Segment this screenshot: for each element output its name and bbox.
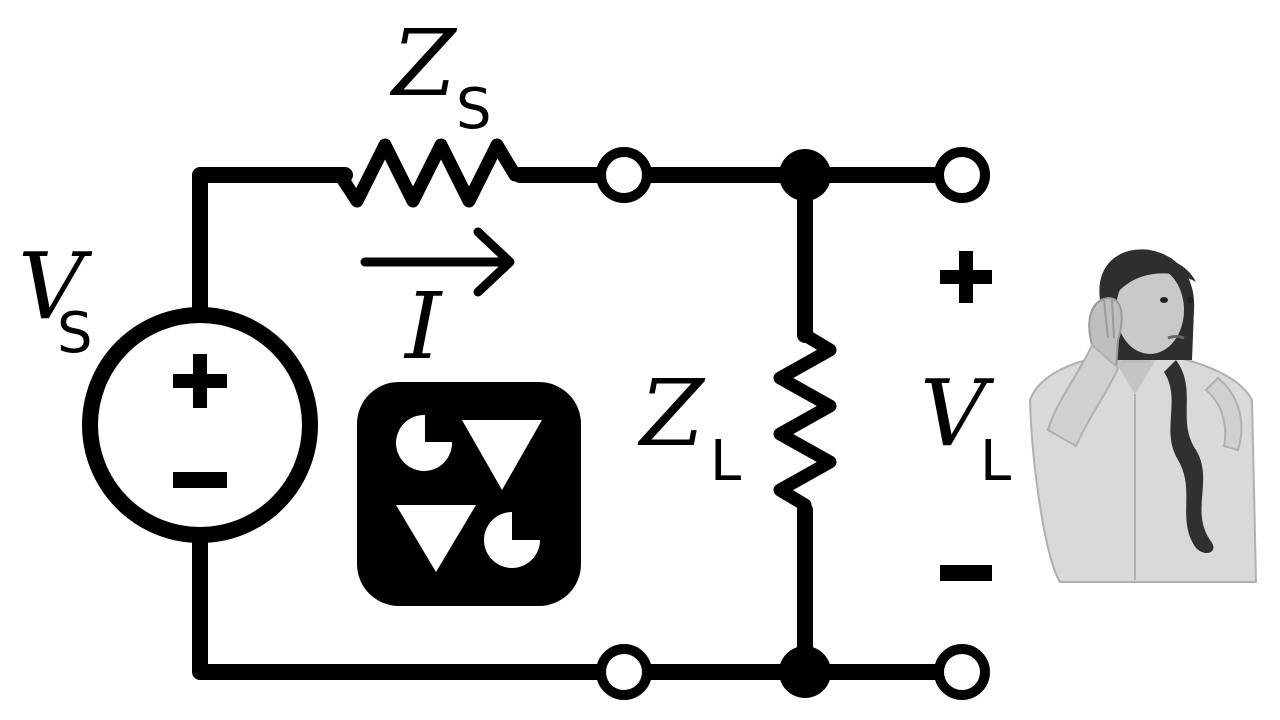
source-impedance-resistor	[333, 138, 522, 208]
terminal-bottom-right[interactable]	[934, 644, 990, 700]
load-impedance-resistor	[773, 328, 837, 512]
zl-label-sub: L	[710, 429, 741, 494]
app-logo-icon	[357, 382, 581, 606]
terminal-top-left[interactable]	[596, 147, 652, 203]
terminal-bottom-left[interactable]	[596, 644, 652, 700]
wire-left-top	[192, 167, 353, 323]
terminal-top-right[interactable]	[934, 147, 990, 203]
source-circle	[82, 307, 318, 543]
zs-label-main: Z	[389, 10, 458, 117]
wire-left-bottom	[192, 527, 606, 680]
vl-label-sub: L	[980, 429, 1011, 494]
source-plus-v	[193, 354, 207, 408]
voltage-source	[82, 307, 318, 543]
listening-person-photo	[1028, 249, 1258, 583]
vs-label-main: V	[18, 233, 93, 340]
node-bottom	[779, 646, 831, 698]
load-minus	[940, 565, 992, 581]
vl-label-main: V	[920, 360, 995, 467]
current-label: I	[403, 273, 443, 380]
terminals	[596, 147, 990, 700]
zs-label-sub: S	[456, 77, 492, 142]
source-minus	[173, 472, 227, 488]
current-arrow	[360, 227, 515, 297]
zl-label-main: Z	[637, 360, 706, 467]
load-plus-v	[959, 251, 973, 303]
node-top	[779, 149, 831, 201]
vs-label-sub: S	[57, 301, 93, 366]
